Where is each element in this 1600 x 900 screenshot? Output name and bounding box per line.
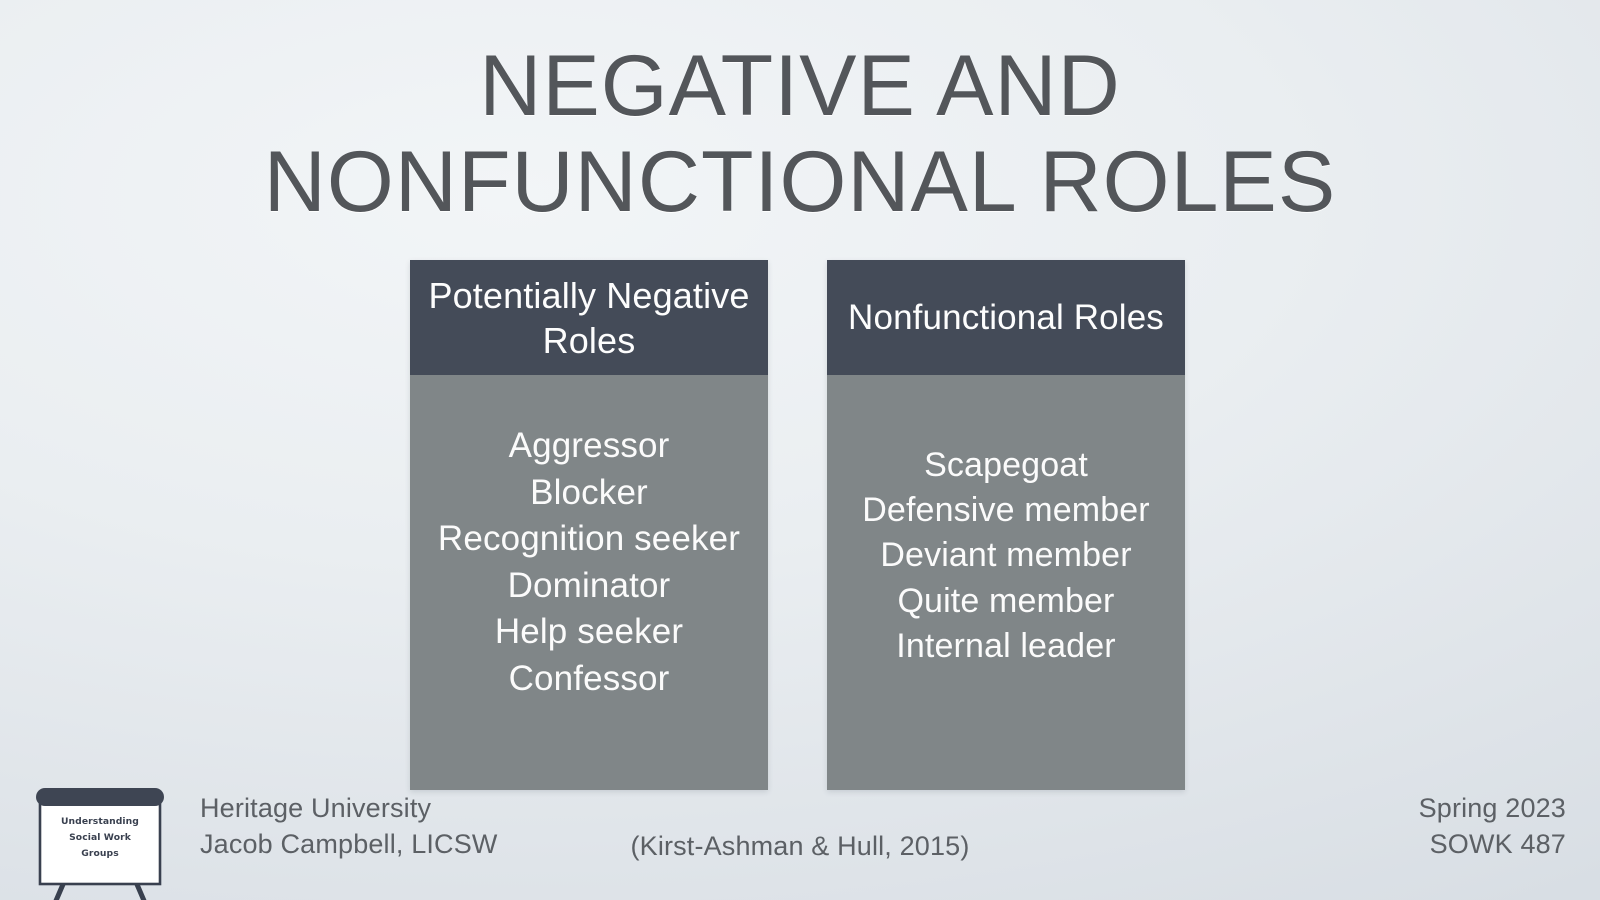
course-logo: Understanding Social Work Groups bbox=[24, 776, 176, 900]
list-item: Deviant member bbox=[880, 536, 1132, 575]
list-item: Quite member bbox=[897, 581, 1115, 620]
logo-text-line-1: Understanding bbox=[61, 816, 139, 827]
footer-course-code: SOWK 487 bbox=[1429, 828, 1566, 859]
list-item: Dominator bbox=[507, 565, 671, 605]
list-item: Scapegoat bbox=[924, 446, 1088, 484]
roles-columns: Potentially Negative Roles Aggressor Blo… bbox=[410, 260, 1185, 790]
card-body-nonfunctional: Scapegoat Defensive member Deviant membe… bbox=[827, 375, 1185, 790]
list-item: Recognition seeker bbox=[437, 519, 741, 559]
list-item: Internal leader bbox=[896, 626, 1116, 665]
logo-text-line-3: Groups bbox=[81, 848, 119, 859]
card-body-potentially-negative: Aggressor Blocker Recognition seeker Dom… bbox=[410, 375, 768, 790]
logo-text-line-2: Social Work bbox=[69, 832, 132, 843]
list-item: Help seeker bbox=[494, 612, 684, 652]
footer-attribution: Heritage University Jacob Campbell, LICS… bbox=[200, 790, 498, 862]
footer-course-info: Spring 2023 SOWK 487 bbox=[1419, 790, 1566, 862]
footer-institution: Heritage University bbox=[200, 792, 432, 823]
footer-term: Spring 2023 bbox=[1418, 792, 1566, 823]
list-item: Blocker bbox=[530, 472, 648, 512]
page-title: Negative and Nonfunctional Roles bbox=[263, 38, 1337, 231]
list-item: Defensive member bbox=[862, 491, 1150, 530]
roles-card-nonfunctional: Nonfunctional Roles Scapegoat Defensive … bbox=[827, 260, 1185, 790]
footer-citation: (Kirst-Ashman & Hull, 2015) bbox=[630, 831, 970, 861]
card-header-potentially-negative: Potentially Negative Roles bbox=[410, 260, 768, 375]
easel-clamp-icon bbox=[36, 788, 164, 806]
card-header-nonfunctional: Nonfunctional Roles bbox=[827, 260, 1185, 375]
roles-card-potentially-negative: Potentially Negative Roles Aggressor Blo… bbox=[410, 260, 768, 790]
footer-presenter: Jacob Campbell, LICSW bbox=[200, 828, 498, 859]
easel-legs-icon bbox=[53, 879, 147, 900]
list-item: Aggressor bbox=[508, 426, 670, 465]
list-item: Confessor bbox=[508, 658, 670, 698]
